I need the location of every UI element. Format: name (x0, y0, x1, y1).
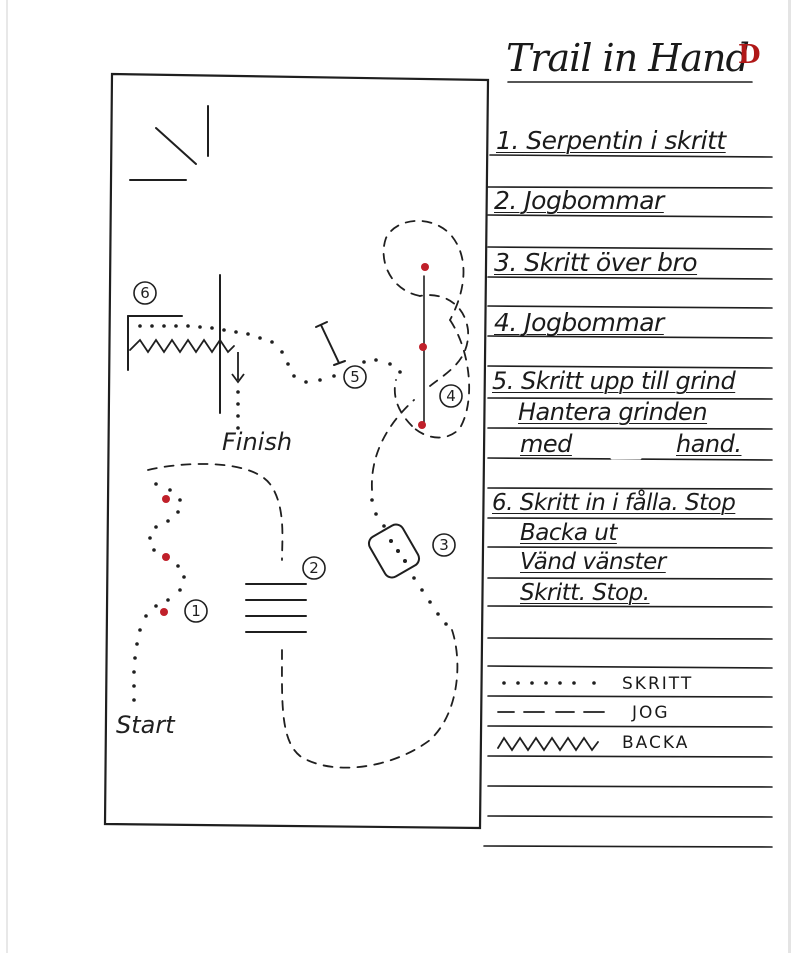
obstacle-6-number: 6 (140, 284, 150, 302)
cone-marker (162, 495, 170, 503)
corner-marks (129, 105, 209, 181)
cone-marker (421, 263, 429, 271)
instruction-5-line-3a: med (520, 430, 572, 458)
cone-marker (418, 421, 426, 429)
obstacle-6-circle (133, 281, 157, 305)
walk-route (132, 324, 596, 702)
instruction-2: 2. Jogbommar (494, 186, 664, 215)
obstacle-2-number: 2 (309, 559, 319, 577)
obstacle-2-circle (302, 556, 326, 580)
cone-marker (162, 553, 170, 561)
cone-marker (160, 608, 168, 616)
finish-label: Finish (222, 428, 292, 456)
obstacle-4-circle (439, 384, 463, 408)
instruction-6-line-2: Backa ut (520, 520, 617, 546)
instruction-3: 3. Skritt över bro (494, 248, 698, 277)
instruction-5-line-2: Hantera grinden (518, 398, 708, 426)
instruction-1: 1. Serpentin i skritt (496, 126, 726, 155)
instruction-6-line-3: Vänd vänster (520, 549, 666, 575)
jog-poles (245, 583, 307, 633)
arena-outline (103, 72, 490, 830)
ruled-lines (483, 81, 773, 848)
cone-marker (419, 343, 427, 351)
start-label: Start (116, 711, 176, 739)
instruction-6-line-1: 6. Skritt in i fålla. Stop (492, 490, 736, 516)
obstacle-3-number: 3 (439, 536, 449, 554)
page-edge-right (788, 0, 791, 953)
instruction-4: 4. Jogbommar (494, 308, 664, 337)
obstacle-3-circle (432, 533, 456, 557)
legend-walk-label: SKRITT (622, 674, 694, 694)
bridge (367, 523, 421, 579)
instruction-5-line-1: 5. Skritt upp till grind (492, 367, 736, 395)
level-badge: D (738, 40, 761, 70)
jog-route (147, 220, 471, 769)
obstacle-5-number: 5 (350, 368, 360, 386)
back-arrow (231, 352, 245, 384)
legend-back-label: BACKA (622, 733, 690, 753)
obstacle-4-number: 4 (446, 387, 456, 405)
sheet-title: Trail in Hand (506, 36, 750, 80)
obstacle-1-circle (184, 599, 208, 623)
obstacle-5-circle (343, 365, 367, 389)
obstacle-1-number: 1 (191, 602, 201, 620)
legend-samples (497, 711, 605, 752)
box-pen (127, 274, 235, 414)
page-edge-left (6, 0, 8, 953)
legend-jog-label: JOG (632, 703, 670, 723)
instruction-6-line-4: Skritt. Stop. (520, 580, 650, 606)
gate (315, 321, 346, 366)
cone-markers (160, 263, 429, 616)
instruction-5-line-3b: hand. (676, 430, 742, 458)
